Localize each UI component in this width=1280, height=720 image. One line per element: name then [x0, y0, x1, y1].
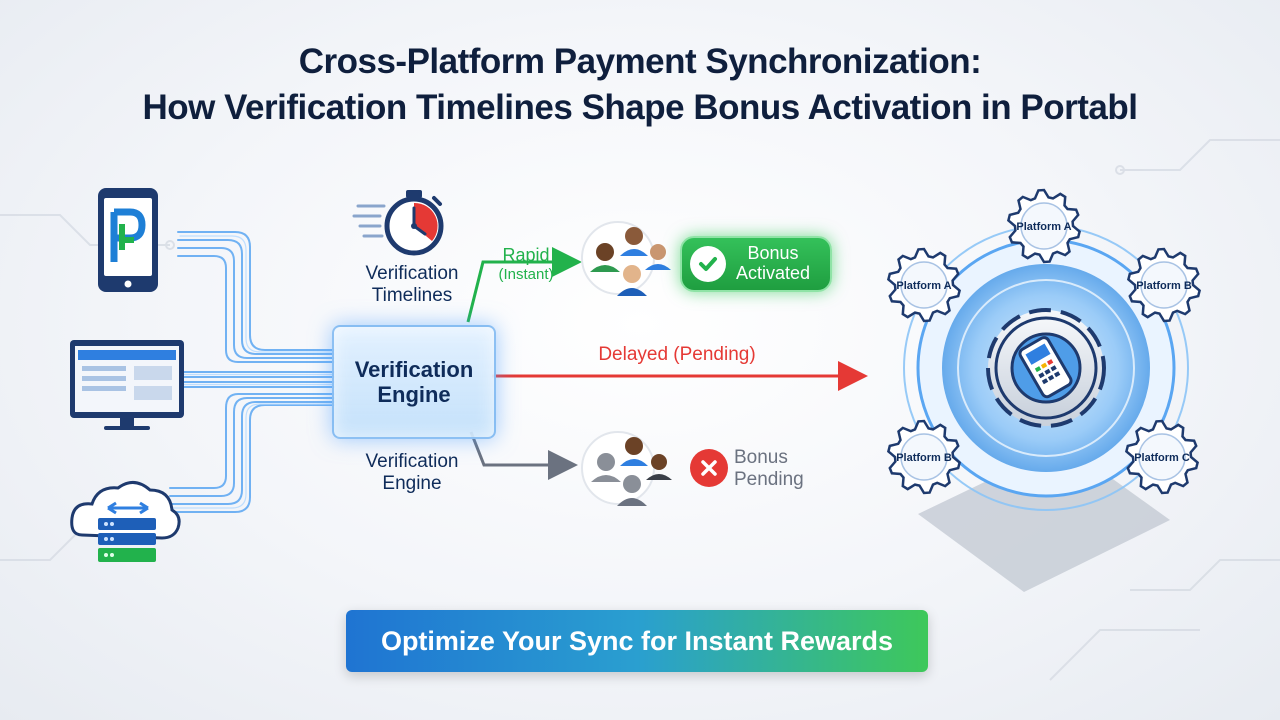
user-group-icon	[581, 221, 671, 296]
platform-node-inner	[1140, 261, 1188, 309]
bonus-activated-label: Bonus Activated	[736, 243, 811, 283]
page-title-line2: How Verification Timelines Shape Bonus A…	[142, 88, 1138, 127]
platform-hub	[903, 225, 1189, 592]
bonus-activated-badge: Bonus Activated	[680, 236, 832, 292]
cloud-server-icon	[70, 481, 181, 562]
pending-path-arrow	[469, 431, 578, 480]
engine-lower-label: Verification Engine	[365, 451, 459, 494]
mobile-app-icon	[98, 188, 158, 292]
platform-node-inner	[900, 433, 948, 481]
platform-label: Platform B	[1136, 280, 1192, 292]
rapid-path-arrow	[466, 247, 582, 323]
verification-engine-node: Verification Engine	[332, 325, 496, 439]
close-icon	[690, 449, 728, 487]
engine-label: Verification Engine	[354, 356, 474, 407]
platform-node-inner	[1020, 202, 1068, 250]
platform-node-inner	[900, 261, 948, 309]
platform-node: Platform A	[1006, 188, 1082, 264]
user-group-icon	[581, 431, 672, 506]
page-title-line1: Cross-Platform Payment Synchronization:	[298, 42, 982, 81]
platform-node: Platform B	[886, 419, 962, 495]
fiber-lines	[169, 231, 335, 513]
optimize-sync-button[interactable]: Optimize Your Sync for Instant Rewards	[346, 610, 928, 672]
payment-terminal-icon	[1018, 336, 1073, 399]
platform-label: Platform A	[1016, 221, 1071, 233]
platform-node-inner	[1138, 433, 1186, 481]
bonus-pending-label: Bonus Pending	[734, 447, 804, 490]
check-icon	[690, 246, 726, 282]
desktop-monitor-icon	[70, 340, 184, 430]
rapid-label-sub: (Instant)	[498, 265, 554, 283]
rapid-label: Rapid (Instant)	[492, 245, 560, 283]
platform-node: Platform B	[1126, 247, 1202, 323]
platform-node: Platform C	[1124, 419, 1200, 495]
platform-label: Platform B	[896, 452, 952, 464]
delayed-label: Delayed (Pending)	[598, 344, 756, 365]
platform-label: Platform A	[896, 280, 951, 292]
platform-label: Platform C	[1134, 452, 1190, 464]
stopwatch-icon	[352, 190, 444, 256]
timer-label: Verification Timelines	[365, 263, 459, 306]
platform-node: Platform A	[886, 247, 962, 323]
rapid-label-main: Rapid	[502, 245, 550, 265]
